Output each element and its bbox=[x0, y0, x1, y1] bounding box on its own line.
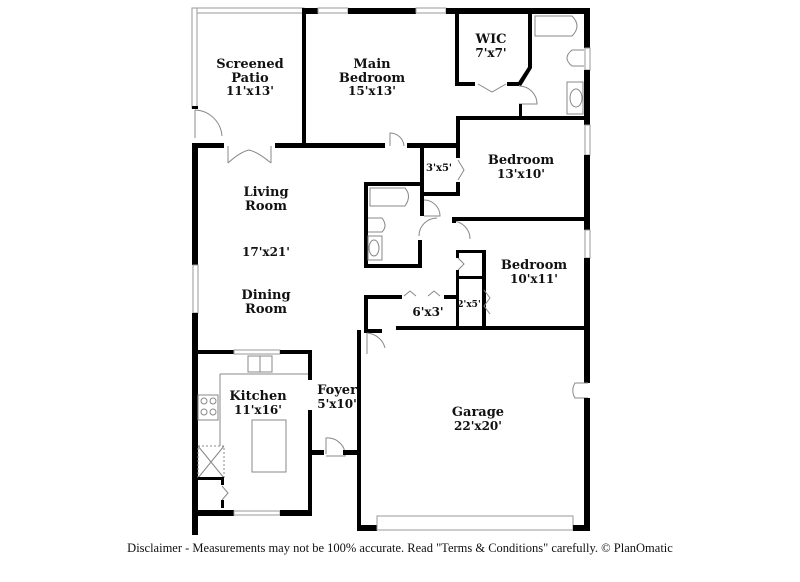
screened-patio-walls bbox=[191, 7, 305, 138]
room-dimensions: 22'x20' bbox=[454, 418, 502, 433]
room-name: Bedroom bbox=[500, 258, 568, 273]
room-name: Living bbox=[243, 185, 289, 200]
room-dimensions: 3'x5' bbox=[425, 163, 453, 174]
room-label-foyer: Foyer 5'x10' bbox=[317, 384, 357, 410]
room-label-closet-3x5: 3'x5' bbox=[425, 163, 453, 175]
room-name: Screened bbox=[216, 57, 284, 72]
room-dimensions: 11'x13' bbox=[226, 84, 274, 99]
room-name: WIC bbox=[475, 32, 507, 47]
room-dimensions: 17'x21' bbox=[242, 245, 290, 259]
room-name: Patio bbox=[231, 70, 269, 86]
room-dimensions: 6'x3' bbox=[412, 305, 444, 319]
room-name: Garage bbox=[451, 405, 505, 420]
room-label-bedroom-2: Bedroom 13'x10' bbox=[488, 154, 554, 180]
room-name: Bedroom bbox=[487, 153, 555, 168]
room-dimensions: 15'x13' bbox=[348, 84, 396, 99]
room-label-closet-2x5: 2'x5' bbox=[457, 300, 481, 310]
room-label-living-room: Living Room bbox=[243, 186, 288, 213]
room-dimensions: 11'x16' bbox=[234, 402, 282, 417]
room-dimensions: 2'x5' bbox=[457, 300, 481, 310]
room-label-bedroom-3: Bedroom 10'x11' bbox=[501, 259, 567, 285]
room-label-main-bedroom: Main Bedroom 15'x13' bbox=[339, 58, 405, 98]
room-label-dining-room: Dining Room bbox=[241, 289, 290, 316]
room-dimensions: 10'x11' bbox=[510, 271, 558, 286]
room-name: Dining bbox=[241, 288, 291, 303]
room-dimensions: 7'x7' bbox=[475, 45, 507, 60]
room-name: Main bbox=[353, 57, 391, 72]
room-label-closet-6x3: 6'x3' bbox=[412, 306, 443, 319]
room-label-wic: WIC 7'x7' bbox=[475, 33, 506, 59]
room-label-screened-patio: Screened Patio 11'x13' bbox=[216, 58, 284, 98]
disclaimer-text: Disclaimer - Measurements may not be 100… bbox=[127, 541, 673, 555]
room-label-living-dims: 17'x21' bbox=[242, 246, 290, 259]
room-name: Kitchen bbox=[229, 389, 287, 404]
room-name: Room bbox=[245, 198, 287, 214]
room-name: Bedroom bbox=[338, 70, 406, 86]
room-name: Foyer bbox=[317, 383, 357, 398]
room-dimensions: 5'x10' bbox=[317, 396, 357, 411]
room-label-garage: Garage 22'x20' bbox=[452, 406, 504, 432]
room-label-kitchen: Kitchen 11'x16' bbox=[229, 390, 286, 416]
room-dimensions: 13'x10' bbox=[497, 166, 545, 181]
room-name: Room bbox=[245, 301, 287, 317]
